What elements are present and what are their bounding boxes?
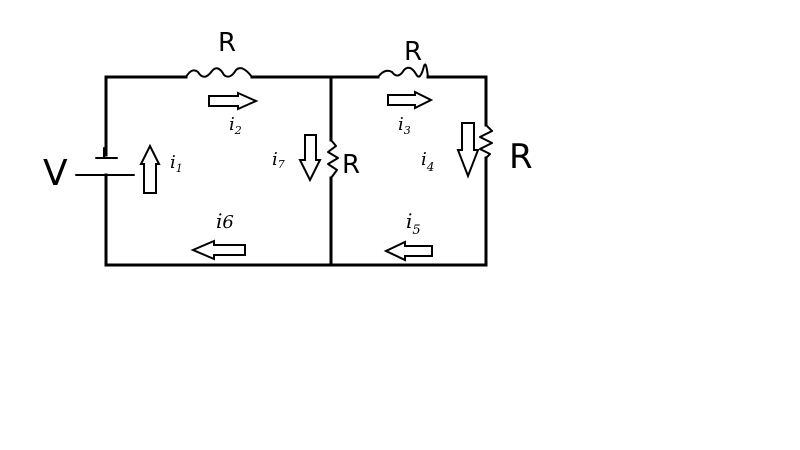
arrow-i4-down: [456, 122, 480, 179]
arrow-i7-down: [298, 134, 322, 183]
resistor-middle: [327, 139, 339, 179]
arrow-i5-left: [383, 240, 433, 262]
resistor-right: [479, 124, 493, 159]
arrow-i3-right: [387, 90, 434, 110]
arrow-i1-up: [139, 143, 161, 194]
current-label-i7: i7: [272, 149, 285, 171]
voltage-source: [75, 147, 135, 176]
source-label: V: [43, 153, 68, 194]
resistor-label-middle: R: [342, 150, 360, 180]
resistor-label-top-right: R: [404, 37, 422, 67]
resistor-top-right: [377, 63, 429, 78]
arrow-i6-left: [190, 239, 246, 261]
current-label-i6: i6: [216, 209, 234, 233]
resistor-label-right: R: [509, 137, 533, 177]
current-label-i5: i5: [406, 209, 421, 238]
arrow-i2-right: [208, 91, 259, 111]
current-label-i4: i4: [421, 149, 434, 174]
wires: [104, 75, 488, 267]
resistor-label-top-left: R: [218, 28, 236, 58]
current-label-i3: i3: [398, 114, 411, 137]
resistor-top-left: [185, 67, 253, 78]
current-label-i1: i1: [170, 152, 183, 175]
current-label-i2: i2: [229, 114, 242, 137]
